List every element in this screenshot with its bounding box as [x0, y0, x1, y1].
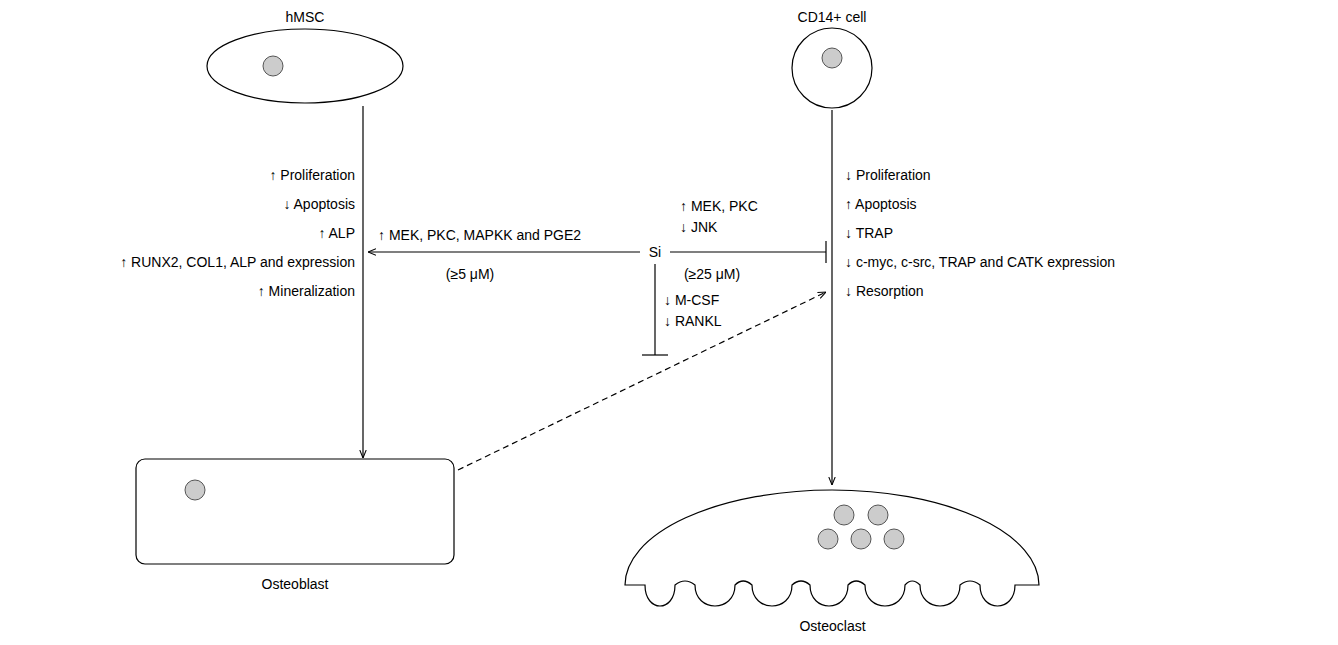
nucleus — [884, 529, 904, 549]
nucleus — [818, 529, 838, 549]
effect-label: ↓ JNK — [680, 218, 717, 236]
nucleus — [868, 505, 888, 525]
dashed-arrow — [458, 292, 826, 470]
cell-shape — [205, 26, 405, 106]
stimulation-arrow — [368, 251, 640, 252]
cell-label: Osteoblast — [135, 575, 455, 593]
effect-label: ↑ Mineralization — [258, 282, 355, 300]
cell-label: Osteoclast — [620, 617, 1045, 635]
cell-label: hMSC — [205, 8, 405, 26]
cell-shape — [135, 458, 455, 565]
inhibition-line — [654, 264, 655, 355]
effect-label: ↑ Proliferation — [269, 166, 355, 184]
effect-label: ↓ Resorption — [845, 282, 924, 300]
connector-arrow — [831, 110, 832, 485]
cell-outline — [625, 490, 1039, 606]
effect-label: ↓ c-myc, c-src, TRAP and CATK expression — [845, 253, 1115, 271]
effect-label: (≥25 μM) — [684, 265, 740, 283]
effect-label: ↑ RUNX2, COL1, ALP and expression — [120, 253, 355, 271]
cell-node: Osteoclast — [620, 485, 1045, 635]
cell-outline — [136, 459, 454, 564]
inhibition-line — [670, 251, 826, 252]
nucleus — [185, 480, 205, 500]
effect-label: (≥5 μM) — [446, 265, 494, 283]
effect-label: ↓ Proliferation — [845, 166, 931, 184]
effect-label: ↓ M-CSF — [664, 291, 719, 309]
cell-outline — [792, 28, 872, 108]
effect-label: ↓ TRAP — [845, 224, 893, 242]
inhibition-bar — [825, 241, 826, 263]
cell-outline — [207, 29, 403, 103]
connector-arrow — [362, 106, 363, 458]
cell-shape — [620, 485, 1045, 615]
cell-node: Osteoblast — [135, 458, 455, 593]
cell-label: CD14+ cell — [780, 8, 884, 26]
effect-label: ↑ MEK, PKC, MAPKK and PGE2 — [378, 226, 581, 244]
effect-label: ↓ Apoptosis — [283, 195, 355, 213]
effect-label: ↑ Apoptosis — [845, 195, 917, 213]
cell-node: CD14+ cell — [780, 8, 884, 110]
cell-shape — [780, 26, 884, 110]
nucleus — [851, 529, 871, 549]
nucleus — [834, 505, 854, 525]
inhibition-bar — [642, 354, 668, 355]
effect-label: ↑ ALP — [318, 224, 355, 242]
effect-label: ↓ RANKL — [664, 312, 722, 330]
element-symbol: Si — [649, 243, 661, 261]
effect-label: ↑ MEK, PKC — [680, 197, 758, 215]
nucleus — [822, 48, 842, 68]
cell-node: hMSC — [205, 8, 405, 106]
nucleus — [263, 56, 283, 76]
connector-group — [363, 106, 832, 485]
